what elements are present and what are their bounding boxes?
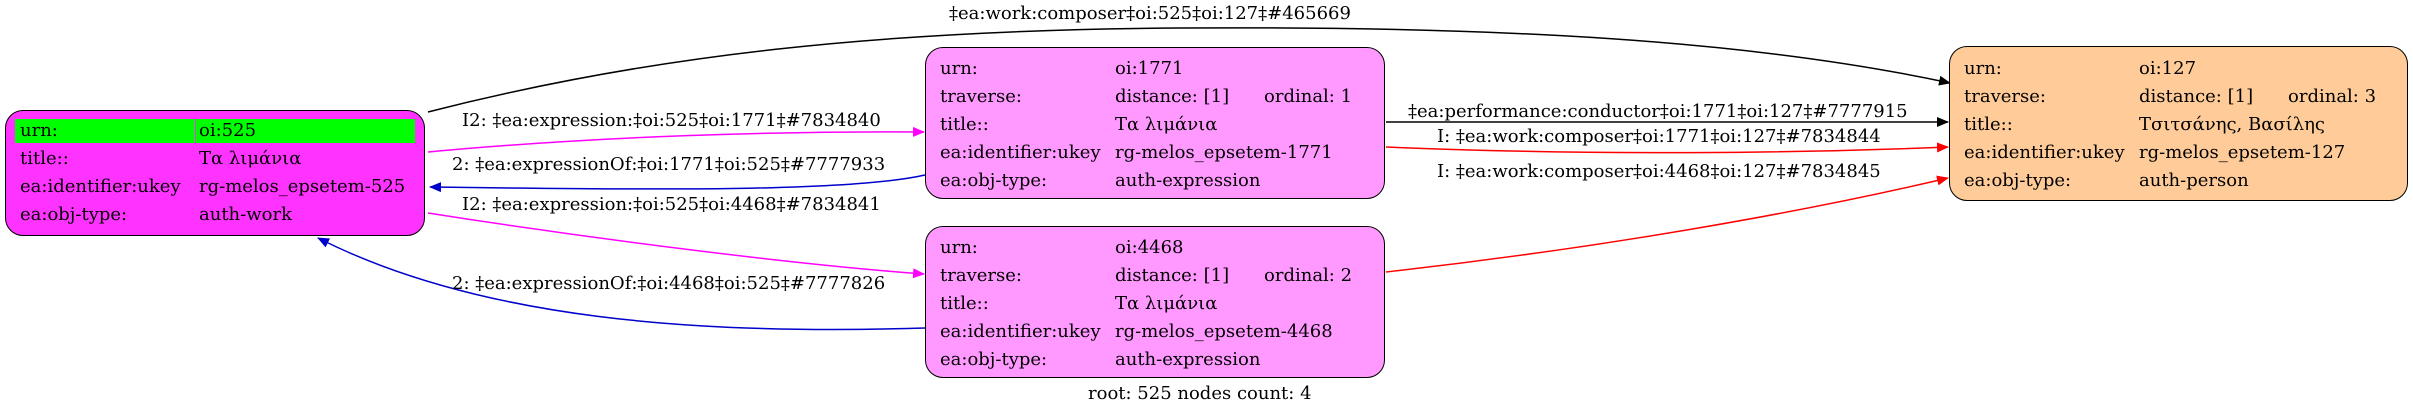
row-key: ea:identifier:ukey	[1964, 142, 2125, 163]
edge-label-4468-127-composer: I: ‡ea:work:composer‡oi:4468‡oi:127‡#783…	[1437, 161, 1881, 182]
row-key: traverse:	[940, 265, 1022, 286]
edge-4468-127-composer	[1385, 175, 1949, 273]
row-key: urn:	[1964, 58, 2002, 79]
graph-footer: root: 525 nodes count: 4	[1088, 383, 1312, 404]
node-row-traverse: traverse: distance: [1] ordinal: 2	[926, 262, 1384, 290]
node-row-objtype: ea:obj-type: auth-expression	[926, 346, 1384, 374]
edge-525-1771-expression	[427, 126, 925, 153]
edge-4468-525-expressionOf	[317, 237, 926, 331]
edge-1771-127-composer	[1385, 142, 1949, 154]
row-key: title::	[1964, 114, 2013, 135]
node-row-objtype: ea:obj-type: auth-work	[6, 201, 424, 229]
row-key: ea:identifier:ukey	[20, 176, 181, 197]
row-value: Τα λιμάνια	[1115, 293, 1218, 314]
node-row-title: title:: Τα λιμάνια	[6, 145, 424, 173]
row-value: oi:525	[199, 120, 257, 141]
node-oi-127[interactable]: urn: oi:127 traverse: distance: [1] ordi…	[1949, 46, 2408, 201]
edge-label-1771-127-conductor: ‡ea:performance:conductor‡oi:1771‡oi:127…	[1408, 101, 1908, 122]
row-value: auth-expression	[1115, 349, 1261, 370]
urn-value-highlight	[196, 119, 415, 143]
edge-label-525-1771-expression: I2: ‡ea:expression:‡oi:525‡oi:1771‡#7834…	[462, 110, 881, 131]
node-row-urn: urn: oi:1771	[926, 55, 1384, 83]
row-ordinal: ordinal: 2	[1264, 265, 1353, 286]
row-value: oi:127	[2139, 58, 2197, 79]
edge-label-525-127-composer: ‡ea:work:composer‡oi:525‡oi:127‡#465669	[949, 3, 1351, 24]
row-key: urn:	[940, 237, 978, 258]
row-key: ea:obj-type:	[940, 349, 1048, 370]
row-value: distance: [1]	[1115, 265, 1230, 286]
node-row-traverse: traverse: distance: [1] ordinal: 1	[926, 83, 1384, 111]
edge-525-127-composer	[427, 27, 1951, 113]
row-key: urn:	[940, 58, 978, 79]
node-oi-1771[interactable]: urn: oi:1771 traverse: distance: [1] ord…	[925, 47, 1385, 199]
node-row-traverse: traverse: distance: [1] ordinal: 3	[1950, 83, 2407, 111]
row-ordinal: ordinal: 1	[1264, 86, 1353, 107]
node-oi-525[interactable]: urn: oi:525 title:: Τα λιμάνια ea:identi…	[5, 110, 425, 236]
row-key: ea:obj-type:	[20, 204, 128, 225]
node-oi-4468[interactable]: urn: oi:4468 traverse: distance: [1] ord…	[925, 226, 1385, 378]
edge-label-1771-525-expressionOf: 2: ‡ea:expressionOf:‡oi:1771‡oi:525‡#777…	[452, 154, 886, 175]
node-row-identifier: ea:identifier:ukey rg-melos_epsetem-1771	[926, 139, 1384, 167]
node-row-urn: urn: oi:127	[1950, 55, 2407, 83]
edge-1771-525-expressionOf	[429, 174, 926, 193]
urn-key-highlight	[15, 119, 195, 143]
row-value: Τα λιμάνια	[1115, 114, 1218, 135]
row-key: urn:	[20, 120, 58, 141]
node-row-objtype: ea:obj-type: auth-person	[1950, 167, 2407, 195]
node-row-urn: urn: oi:525	[6, 117, 424, 145]
row-value: auth-work	[199, 204, 292, 225]
row-value: distance: [1]	[2139, 86, 2254, 107]
row-value: rg-melos_epsetem-4468	[1115, 321, 1333, 342]
node-row-identifier: ea:identifier:ukey rg-melos_epsetem-525	[6, 173, 424, 201]
row-value: auth-person	[2139, 170, 2249, 191]
node-row-title: title:: Τα λιμάνια	[926, 290, 1384, 318]
row-key: title::	[20, 148, 69, 169]
edge-label-1771-127-composer: I: ‡ea:work:composer‡oi:1771‡oi:127‡#783…	[1437, 126, 1881, 147]
row-value: rg-melos_epsetem-1771	[1115, 142, 1333, 163]
row-value: oi:1771	[1115, 58, 1184, 79]
edge-525-4468-expression	[427, 212, 925, 279]
node-row-identifier: ea:identifier:ukey rg-melos_epsetem-127	[1950, 139, 2407, 167]
row-key: ea:identifier:ukey	[940, 321, 1101, 342]
row-key: title::	[940, 293, 989, 314]
edge-label-525-4468-expression: I2: ‡ea:expression:‡oi:525‡oi:4468‡#7834…	[462, 194, 881, 215]
row-key: traverse:	[940, 86, 1022, 107]
row-value: oi:4468	[1115, 237, 1184, 258]
row-value: distance: [1]	[1115, 86, 1230, 107]
node-row-title: title:: Τσιτσάνης, Βασίλης	[1950, 111, 2407, 139]
row-value: Τσιτσάνης, Βασίλης	[2139, 114, 2326, 135]
row-key: ea:identifier:ukey	[940, 142, 1101, 163]
row-value: rg-melos_epsetem-525	[199, 176, 406, 197]
row-value: auth-expression	[1115, 170, 1261, 191]
row-ordinal: ordinal: 3	[2288, 86, 2377, 107]
node-row-title: title:: Τα λιμάνια	[926, 111, 1384, 139]
row-value: rg-melos_epsetem-127	[2139, 142, 2346, 163]
row-key: ea:obj-type:	[940, 170, 1048, 191]
row-key: title::	[940, 114, 989, 135]
node-row-urn: urn: oi:4468	[926, 234, 1384, 262]
row-key: traverse:	[1964, 86, 2046, 107]
row-value: Τα λιμάνια	[199, 148, 302, 169]
row-key: ea:obj-type:	[1964, 170, 2072, 191]
edge-label-4468-525-expressionOf: 2: ‡ea:expressionOf:‡oi:4468‡oi:525‡#777…	[452, 273, 886, 294]
node-row-objtype: ea:obj-type: auth-expression	[926, 167, 1384, 195]
node-row-identifier: ea:identifier:ukey rg-melos_epsetem-4468	[926, 318, 1384, 346]
